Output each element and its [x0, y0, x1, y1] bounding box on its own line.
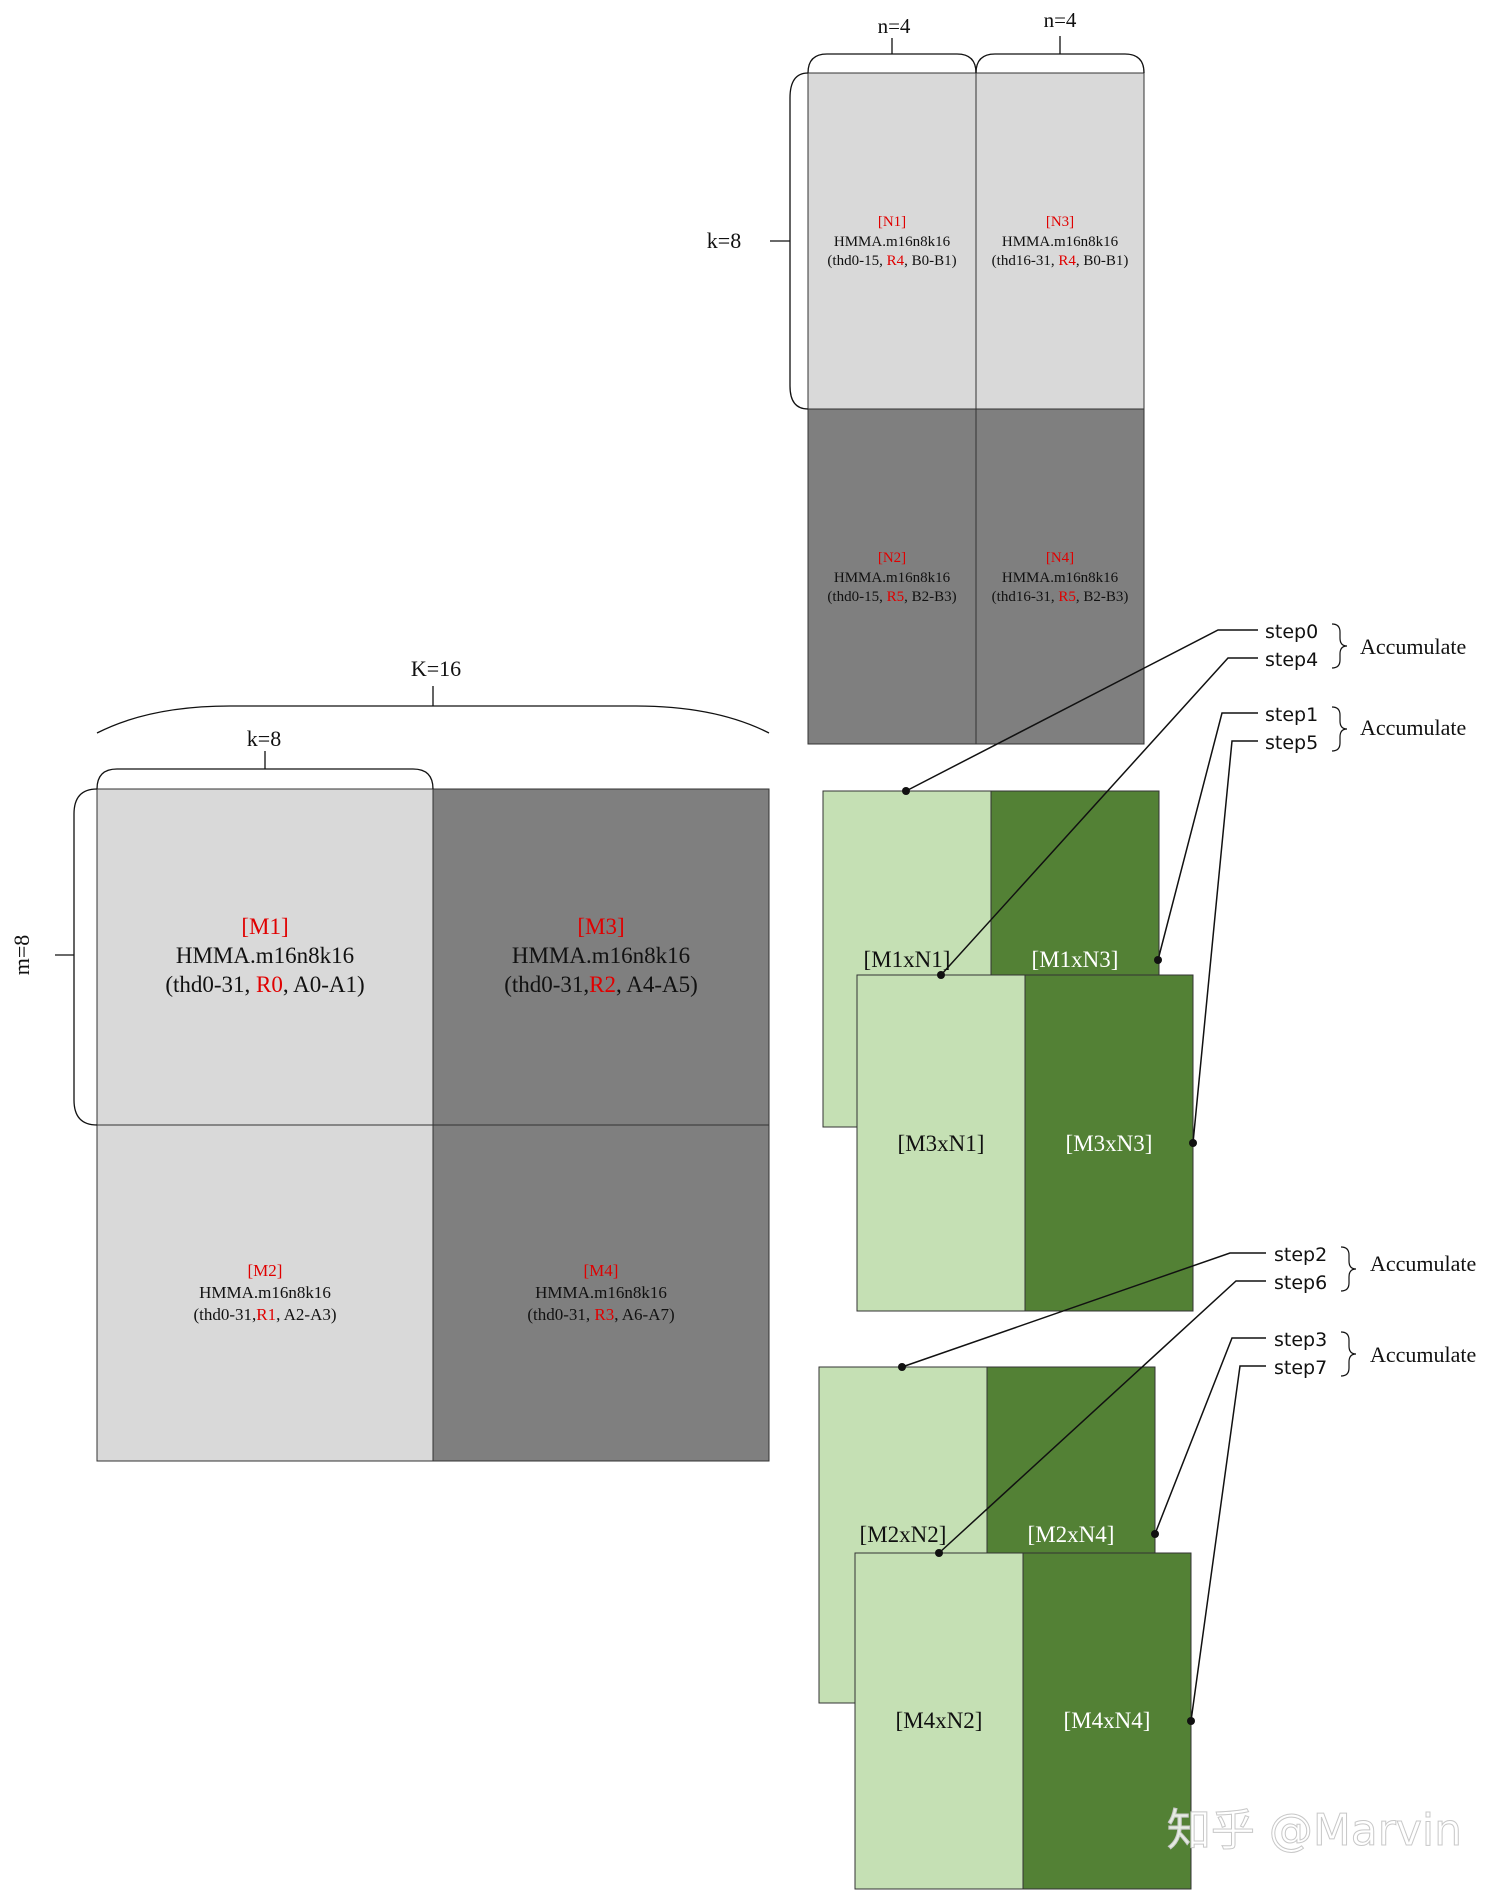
matrix-a: K=16 k=8 m=8 [M1] HMMA.m16n8k16 (thd0-31… — [9, 656, 770, 1462]
tile-n1 — [807, 72, 977, 410]
accumulate-label-c: Accumulate — [1370, 1251, 1476, 1276]
tile-m1-args: (thd0-31, R0, A0-A1) — [165, 972, 364, 997]
tile-m2-args: (thd0-31,R1, A2-A3) — [193, 1305, 336, 1324]
tile-n3-args: (thd16-31, R4, B0-B1) — [992, 253, 1129, 269]
tile-m3-op: HMMA.m16n8k16 — [512, 943, 690, 968]
tile-n4-op: HMMA.m16n8k16 — [1002, 570, 1119, 586]
tile-n4 — [975, 408, 1145, 745]
tile-m4-args: (thd0-31, R3, A6-A7) — [527, 1305, 674, 1324]
step-leaders-lower: step2 step6 step3 step7 Accumulate Accum… — [898, 1244, 1476, 1725]
brace-K-a — [96, 705, 770, 734]
tile-m1-op: HMMA.m16n8k16 — [176, 943, 354, 968]
label-n-left: n=4 — [878, 14, 911, 38]
brace-n-left — [807, 53, 977, 74]
step2-label: step2 — [1274, 1244, 1327, 1266]
tile-m3-tag: [M3] — [577, 914, 624, 939]
label-K-a: K=16 — [411, 656, 461, 681]
result-m4xn4-label: [M4xN4] — [1064, 1708, 1151, 1733]
tile-n3-tag: [N3] — [1046, 214, 1074, 230]
brace-n-right — [975, 53, 1145, 74]
accumulate-label-d: Accumulate — [1370, 1342, 1476, 1367]
step5-label: step5 — [1265, 732, 1318, 754]
tile-n3 — [975, 72, 1145, 410]
step7-label: step7 — [1274, 1357, 1327, 1379]
label-n-right: n=4 — [1044, 8, 1077, 32]
leader-step7 — [1190, 1365, 1266, 1722]
leader-step3-dot — [1151, 1530, 1159, 1538]
tile-m4-op: HMMA.m16n8k16 — [535, 1283, 667, 1302]
step4-label: step4 — [1265, 649, 1318, 671]
tile-m4-tag: [M4] — [584, 1261, 619, 1280]
brace-k-b — [789, 72, 809, 410]
leader-step6 — [938, 1280, 1266, 1554]
step-leaders-upper: step0 step4 step1 step5 Accumulate Accum… — [902, 621, 1466, 1147]
result-m2xn2-label: [M2xN2] — [860, 1522, 947, 1547]
leader-step2 — [901, 1252, 1266, 1368]
leader-step1 — [1157, 712, 1258, 961]
brace-accumulate-c — [1340, 1246, 1357, 1292]
result-m1xn1-label: [M1xN1] — [864, 947, 951, 972]
tile-m3-args: (thd0-31,R2, A4-A5) — [504, 972, 698, 997]
tile-n2 — [807, 408, 977, 745]
tile-n3-op: HMMA.m16n8k16 — [1002, 234, 1119, 250]
tile-n2-args: (thd0-15, R5, B2-B3) — [827, 589, 956, 605]
leader-step1-dot — [1154, 956, 1162, 964]
tile-n2-tag: [N2] — [878, 550, 906, 566]
result-m2xn4-label: [M2xN4] — [1028, 1522, 1115, 1547]
result-m3xn3-label: [M3xN3] — [1066, 1131, 1153, 1156]
brace-accumulate-a — [1331, 623, 1348, 669]
leader-step4-dot — [937, 971, 945, 979]
step6-label: step6 — [1274, 1272, 1327, 1294]
result-m1xn3-label: [M1xN3] — [1032, 947, 1119, 972]
result-m3xn1 — [856, 974, 1026, 1312]
leader-step5 — [1192, 740, 1258, 1144]
tile-n1-args: (thd0-15, R4, B0-B1) — [827, 253, 956, 269]
brace-m-a — [73, 788, 98, 1126]
leader-step0-dot — [902, 787, 910, 795]
leader-step2-dot — [898, 1363, 906, 1371]
tile-n1-op: HMMA.m16n8k16 — [834, 234, 951, 250]
label-k-a: k=8 — [247, 726, 281, 751]
tile-m4 — [432, 1124, 770, 1462]
step0-label: step0 — [1265, 621, 1318, 643]
label-k-b: k=8 — [707, 228, 741, 253]
step1-label: step1 — [1265, 704, 1318, 726]
result-m3xn3 — [1024, 974, 1194, 1312]
tile-m2-op: HMMA.m16n8k16 — [199, 1283, 331, 1302]
accumulate-label-b: Accumulate — [1360, 715, 1466, 740]
tile-n1-tag: [N1] — [878, 214, 906, 230]
tile-n4-args: (thd16-31, R5, B2-B3) — [992, 589, 1129, 605]
label-m-a: m=8 — [9, 935, 34, 976]
tile-m2-tag: [M2] — [248, 1261, 283, 1280]
tile-n4-tag: [N4] — [1046, 550, 1074, 566]
leader-step5-dot — [1189, 1139, 1197, 1147]
leader-step7-dot — [1187, 1717, 1195, 1725]
brace-accumulate-d — [1340, 1331, 1357, 1377]
tile-m2 — [96, 1124, 434, 1462]
result-group-upper: [M1xN1] [M1xN3] [M3xN1] [M3xN3] — [822, 790, 1194, 1312]
tile-m1-tag: [M1] — [241, 914, 288, 939]
tile-n2-op: HMMA.m16n8k16 — [834, 570, 951, 586]
leader-step0 — [905, 629, 1258, 792]
brace-k-a — [96, 768, 434, 790]
result-group-lower: [M2xN2] [M2xN4] [M4xN2] [M4xN4] — [818, 1366, 1192, 1890]
step3-label: step3 — [1274, 1329, 1327, 1351]
leader-step4 — [940, 657, 1258, 976]
brace-accumulate-b — [1331, 706, 1348, 752]
leader-step6-dot — [935, 1549, 943, 1557]
watermark: 知乎 @Marvin — [1167, 1805, 1462, 1856]
leader-step3 — [1154, 1337, 1266, 1535]
tile-m3 — [432, 788, 770, 1126]
result-m4xn2-label: [M4xN2] — [896, 1708, 983, 1733]
result-m3xn1-label: [M3xN1] — [898, 1131, 985, 1156]
matrix-b: n=4 n=4 k=8 [N1] HMMA.m16n8k16 (thd0-15,… — [707, 8, 1145, 745]
accumulate-label-a: Accumulate — [1360, 634, 1466, 659]
